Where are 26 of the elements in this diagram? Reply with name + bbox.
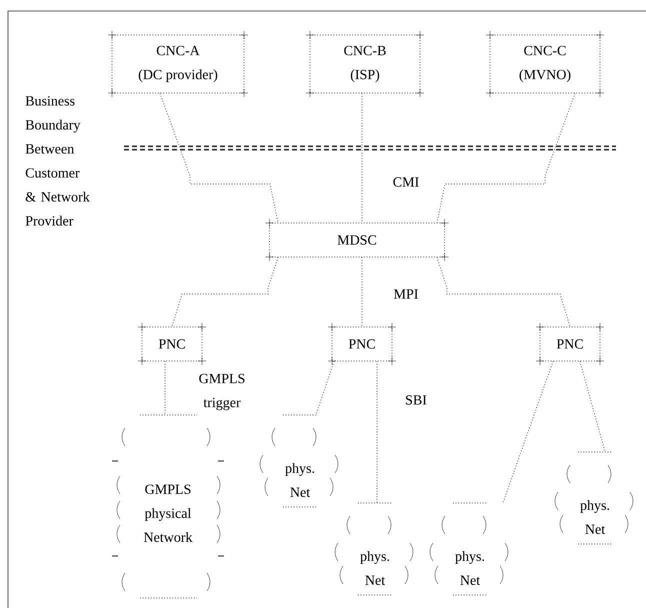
connector-line (172, 257, 278, 327)
network-cloud: phys. Net (430, 502, 508, 596)
controller-box: CNC-B (ISP) (306, 30, 424, 98)
edge-label: MPI (394, 289, 418, 299)
edge-label: GMPLS trigger (199, 374, 244, 410)
controller-box: PNC (328, 322, 396, 366)
edge-label: SBI (406, 395, 426, 405)
controller-box: PNC (536, 322, 604, 366)
network-cloud: phys. Net (334, 502, 414, 596)
controller-box: CNC-C (MVNO) (486, 30, 604, 98)
connector-line (502, 361, 554, 504)
connector-line (436, 257, 570, 327)
boundary-note: Business Boundary Between Customer & Network Provider (26, 96, 90, 226)
network-cloud: phys. Net (554, 452, 634, 544)
network-cloud: phys. Net (260, 414, 338, 508)
controller-box: CNC-A (DC provider) (108, 30, 248, 98)
edge-label: CMI (393, 177, 419, 187)
network-cloud: GMPLS physical Network (112, 414, 224, 598)
connector-line (160, 93, 278, 223)
connector-line (580, 361, 606, 452)
controller-box: PNC (138, 322, 206, 366)
controller-box: MDSC (265, 218, 449, 262)
connector-line (316, 361, 334, 416)
connector-line (376, 361, 378, 504)
connector-line (164, 361, 166, 416)
connector-line (436, 93, 576, 223)
